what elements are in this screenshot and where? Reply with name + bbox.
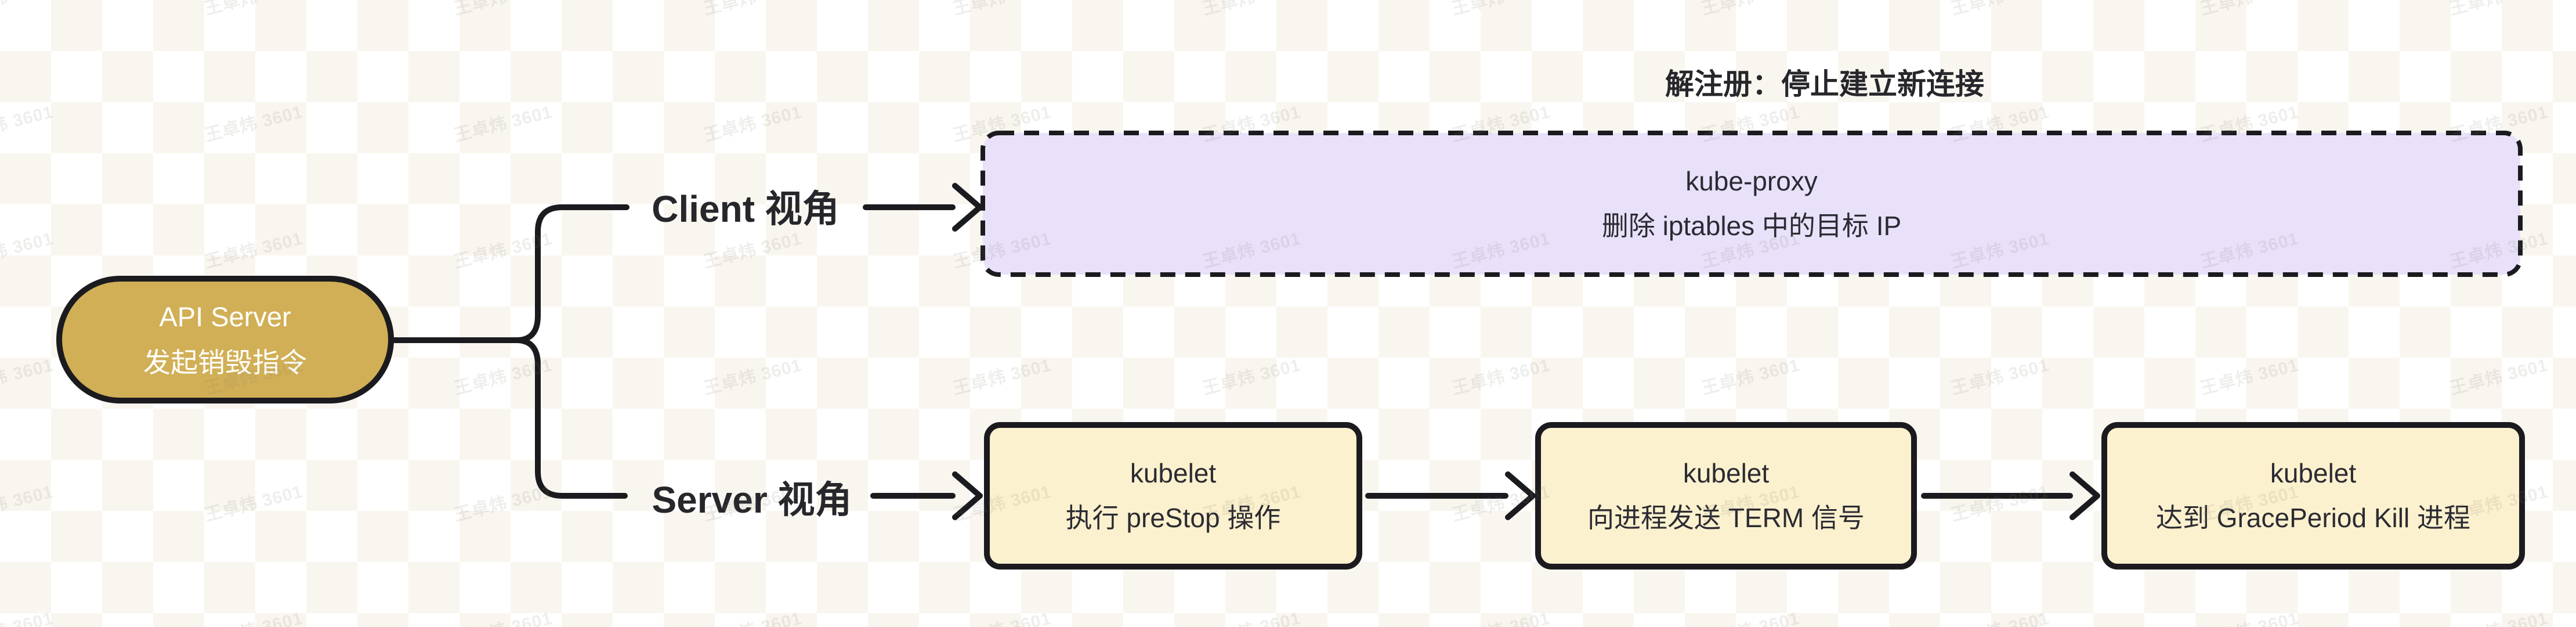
server-branch-line xyxy=(513,337,628,499)
annotation-deregister: 解注册：停止建立新连接 xyxy=(1665,68,1984,100)
root-node-line1: API Server xyxy=(159,301,291,332)
kubelet-graceperiod-line1: kubelet xyxy=(2270,458,2357,488)
node-kubelet-graceperiod: kubelet 达到 GracePeriod Kill 进程 xyxy=(2101,422,2525,570)
kubelet-prestop-line2: 执行 preStop 操作 xyxy=(1065,503,1281,533)
server-arrowhead-3 xyxy=(2070,471,2100,520)
kube-proxy-node-shape xyxy=(981,131,2523,277)
server-arrowhead-1 xyxy=(952,471,983,520)
kubelet-graceperiod-line2: 达到 GracePeriod Kill 进程 xyxy=(2156,503,2470,533)
kubelet-prestop-line1: kubelet xyxy=(1130,458,1217,488)
kubelet-term-line1: kubelet xyxy=(1683,458,1770,488)
node-kubelet-term-signal: kubelet 向进程发送 TERM 信号 xyxy=(1535,422,1917,570)
node-kubelet-prestop: kubelet 执行 preStop 操作 xyxy=(984,422,1362,570)
root-node-line2: 发起销毁指令 xyxy=(143,347,307,378)
node-kube-proxy: kube-proxy 删除 iptables 中的目标 IP xyxy=(983,133,2520,275)
branch-label-client: Client 视角 xyxy=(652,188,840,230)
kubelet-term-line2: 向进程发送 TERM 信号 xyxy=(1587,503,1865,533)
root-node-api-server: API Server 发起销毁指令 xyxy=(56,276,394,403)
server-arrowhead-2 xyxy=(1505,471,1536,520)
kube-proxy-line2: 删除 iptables 中的目标 IP xyxy=(1601,211,1902,241)
kube-proxy-line1: kube-proxy xyxy=(1685,166,1818,196)
client-branch-line xyxy=(513,204,629,343)
branch-label-server: Server 视角 xyxy=(652,479,852,521)
client-arrowhead xyxy=(952,183,983,232)
